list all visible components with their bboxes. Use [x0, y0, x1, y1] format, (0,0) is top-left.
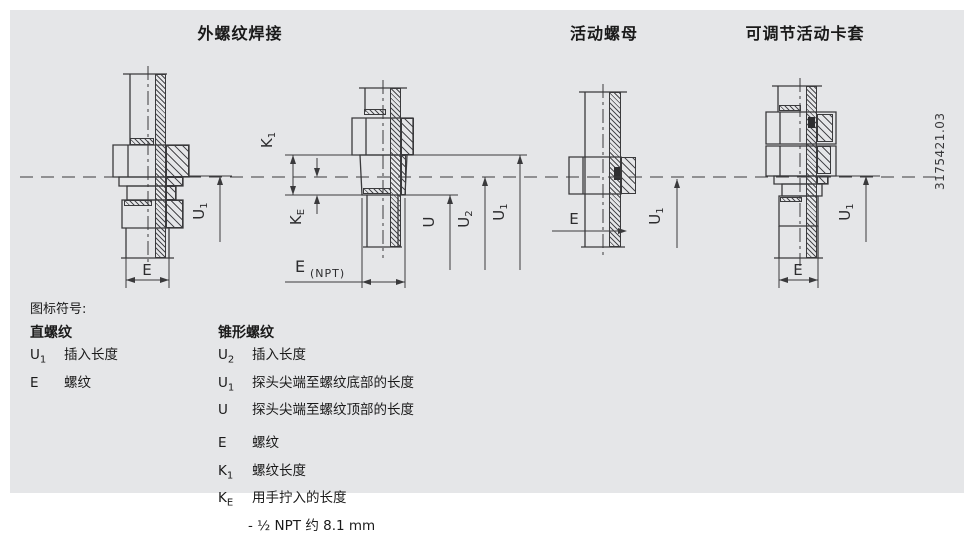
drawing-movable-nut: E U1 [552, 84, 680, 258]
legend-item: K1 螺纹长度 [218, 462, 306, 482]
dim-label-e: E [793, 261, 802, 279]
dim-label-ke: KE [287, 209, 307, 225]
legend-item: U 探头尖端至螺纹顶部的长度 [218, 402, 414, 419]
legend-straight-thread: 直螺纹 U1 插入长度 E 螺纹 [30, 322, 118, 399]
drawing-adjustable-compression-fitting: U1 E [765, 78, 880, 288]
dim-label-u: U [420, 217, 438, 228]
dim-label-u2: U2 [455, 210, 475, 227]
dim-label-u1: U1 [836, 203, 856, 220]
legend-npt-note: - ½ NPT 约 8.1 mm [248, 518, 376, 535]
legend-item: KE 用手拧入的长度 [218, 490, 347, 510]
document-number: 3175421.03 [933, 112, 947, 190]
legend-item: E 螺纹 [218, 435, 279, 452]
title-adjustable-compression-fitting: 可调节活动卡套 [745, 24, 865, 43]
dim-label-u1: U1 [490, 203, 510, 220]
dim-label-k1: K1 [258, 132, 278, 148]
legend-item: E 螺纹 [30, 374, 91, 391]
legend-tapered-thread: 锥形螺纹 U2 插入长度 U1 探头尖端至螺纹底部的长度 U 探头尖端至螺纹顶部… [218, 322, 414, 537]
legend-heading: 图标符号: [30, 302, 87, 317]
title-external-thread-weld: 外螺纹焊接 [197, 24, 283, 43]
dim-label-e: E [142, 261, 151, 279]
dim-label-u1: U1 [646, 207, 666, 224]
legend-tapered-title: 锥形螺纹 [218, 325, 274, 341]
title-movable-nut: 活动螺母 [569, 24, 638, 43]
dim-label-e-npt-sub: (NPT) [310, 267, 345, 280]
legend-straight-title: 直螺纹 [30, 325, 72, 341]
technical-drawing: U1 E K1 KE U U2 U1 [20, 66, 938, 288]
drawing-npt-thread: K1 KE U U2 U1 E (NPT) [258, 80, 527, 288]
legend-item: U1 插入长度 [30, 347, 118, 366]
legend-item: U1 探头尖端至螺纹底部的长度 [218, 374, 414, 394]
legend-item: U2 插入长度 [218, 347, 306, 366]
dim-label-e: E [569, 210, 578, 228]
dim-label-u1: U1 [190, 202, 210, 219]
dim-label-e-npt: E [295, 257, 305, 276]
